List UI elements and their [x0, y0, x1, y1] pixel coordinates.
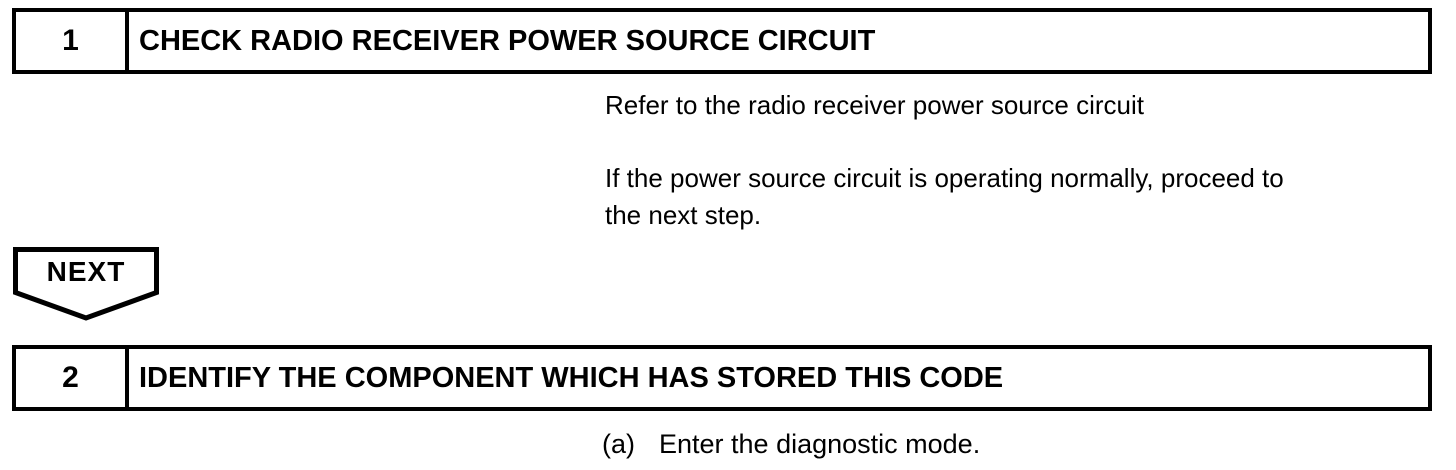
next-connector-label: NEXT [46, 256, 126, 287]
step-1-title: CHECK RADIO RECEIVER POWER SOURCE CIRCUI… [139, 24, 876, 57]
step-1-paragraph-2: If the power source circuit is operating… [605, 160, 1445, 234]
step-2-instruction-a: (a) Enter the diagnostic mode. [602, 426, 980, 463]
text-line: Refer to the radio receiver power source… [605, 90, 1145, 120]
next-connector: NEXT [13, 247, 159, 321]
instruction-marker: (a) [602, 429, 635, 459]
step-1-paragraph-1: Refer to the radio receiver power source… [605, 87, 1445, 124]
step-1-header: 1 CHECK RADIO RECEIVER POWER SOURCE CIRC… [12, 8, 1432, 74]
step-2-number: 2 [16, 349, 129, 407]
text-line: If the power source circuit is operating… [605, 163, 1284, 193]
next-pentagon-shape [13, 247, 159, 321]
step-2-header: 2 IDENTIFY THE COMPONENT WHICH HAS STORE… [12, 345, 1432, 411]
step-2-title: IDENTIFY THE COMPONENT WHICH HAS STORED … [139, 361, 1004, 394]
step-1-number: 1 [16, 12, 129, 70]
text-line: the next step. [605, 200, 762, 230]
instruction-text: Enter the diagnostic mode. [659, 429, 981, 459]
